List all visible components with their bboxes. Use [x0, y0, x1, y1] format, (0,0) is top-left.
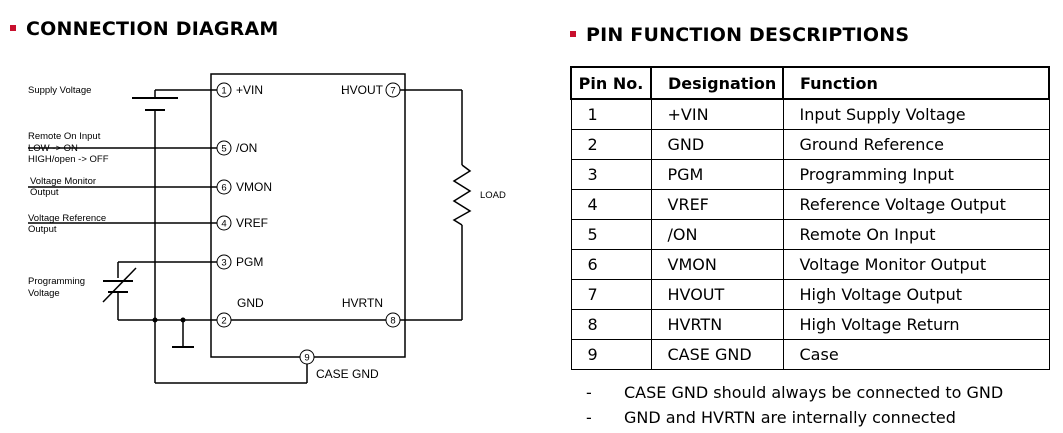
pin-3-name: PGM [236, 255, 263, 269]
pin-4-circle [216, 215, 232, 231]
pin-5-name: /ON [236, 141, 257, 155]
function-cell: Reference Voltage Output [782, 189, 1050, 220]
vmon-label: Voltage Monitor [30, 176, 96, 187]
pin-2-circle [216, 312, 232, 328]
designation-cell: CASE GND [650, 339, 784, 370]
remote-on-high-label: HIGH/open -> OFF [28, 154, 109, 165]
pin-6-circle [216, 179, 232, 195]
pin-number-cell: 4 [570, 189, 652, 220]
pin-function-title-text: PIN FUNCTION DESCRIPTIONS [586, 24, 910, 46]
note-text: CASE GND should always be connected to G… [624, 383, 1004, 402]
pin-4-number: 4 [221, 219, 226, 230]
pin-number-cell: 8 [570, 309, 652, 340]
remote-on-label: Remote On Input [28, 131, 101, 142]
function-cell: Remote On Input [782, 219, 1050, 250]
pin-6-number: 6 [221, 183, 226, 194]
designation-cell: HVRTN [650, 309, 784, 340]
bullet-icon [10, 24, 16, 31]
function-cell: Voltage Monitor Output [782, 249, 1050, 280]
designation-cell: PGM [650, 159, 784, 190]
pin-7-number: 7 [390, 86, 395, 97]
function-cell: Input Supply Voltage [782, 98, 1050, 130]
programming-label: Programming [28, 276, 85, 287]
note-dash: - [586, 383, 592, 402]
pin-1-number: 1 [221, 86, 226, 97]
function-cell: Programming Input [782, 159, 1050, 190]
pin-6-name: VMON [236, 180, 272, 194]
connection-diagram: 1 5 6 4 3 2 7 8 9 +VIN /ON VMON VREF PGM… [28, 73, 506, 384]
pin-3-number: 3 [221, 258, 226, 269]
designation-cell: VREF [650, 189, 784, 220]
pin-2-name: GND [237, 296, 264, 310]
remote-on-low-label: LOW -> ON [28, 143, 78, 154]
bullet-icon [570, 30, 576, 37]
programming-voltage-label: Voltage [28, 288, 60, 299]
pin-9-circle [299, 349, 315, 365]
designation-cell: VMON [650, 249, 784, 280]
vref-output-label: Output [28, 224, 57, 235]
vmon-output-label: Output [30, 187, 59, 198]
header-designation: Designation [650, 66, 784, 100]
connection-diagram-title-text: CONNECTION DIAGRAM [26, 18, 279, 40]
pin-number-cell: 5 [570, 219, 652, 250]
pin-5-number: 5 [221, 144, 226, 155]
function-cell: High Voltage Return [782, 309, 1050, 340]
pin-8-number: 8 [390, 316, 395, 327]
pin-7-name: HVOUT [341, 83, 384, 97]
supply-voltage-label: Supply Voltage [28, 85, 91, 96]
pin-number-cell: 1 [570, 98, 652, 130]
designation-cell: GND [650, 129, 784, 160]
vref-label: Voltage Reference [28, 213, 106, 224]
table-header-row: Pin No. Designation Function [570, 66, 1050, 100]
pin-4-name: VREF [236, 216, 268, 230]
function-cell: Ground Reference [782, 129, 1050, 160]
header-pin-no: Pin No. [570, 66, 652, 100]
pin-number-cell: 6 [570, 249, 652, 280]
pin-number-cell: 9 [570, 339, 652, 370]
connection-diagram-title: CONNECTION DIAGRAM [10, 18, 279, 40]
function-cell: Case [782, 339, 1050, 370]
designation-cell: +VIN [650, 98, 784, 130]
pin-3-circle [216, 254, 232, 270]
pin-function-title: PIN FUNCTION DESCRIPTIONS [570, 24, 909, 46]
note-text: GND and HVRTN are internally connected [624, 408, 956, 427]
pin-number-cell: 3 [570, 159, 652, 190]
pin-number-cell: 2 [570, 129, 652, 160]
pin-1-circle [216, 82, 232, 98]
hvout-dot: . [342, 83, 345, 97]
notes: - CASE GND should always be connected to … [586, 380, 1003, 430]
pin-9-number: 9 [304, 353, 309, 364]
note-item: - CASE GND should always be connected to … [586, 380, 1003, 405]
load-label: LOAD [480, 190, 506, 201]
note-item: - GND and HVRTN are internally connected [586, 405, 1003, 430]
note-dash: - [586, 408, 592, 427]
pin-2-number: 2 [221, 316, 226, 327]
pin-8-name: HVRTN [342, 296, 383, 310]
designation-cell: HVOUT [650, 279, 784, 310]
pin-7-circle [385, 82, 401, 98]
pin-number-cell: 7 [570, 279, 652, 310]
pin-1-name: +VIN [236, 83, 263, 97]
header-function: Function [782, 66, 1050, 100]
pin-5-circle [216, 140, 232, 156]
function-cell: High Voltage Output [782, 279, 1050, 310]
designation-cell: /ON [650, 219, 784, 250]
pin-8-circle [385, 312, 401, 328]
pin-9-name: CASE GND [316, 367, 379, 381]
